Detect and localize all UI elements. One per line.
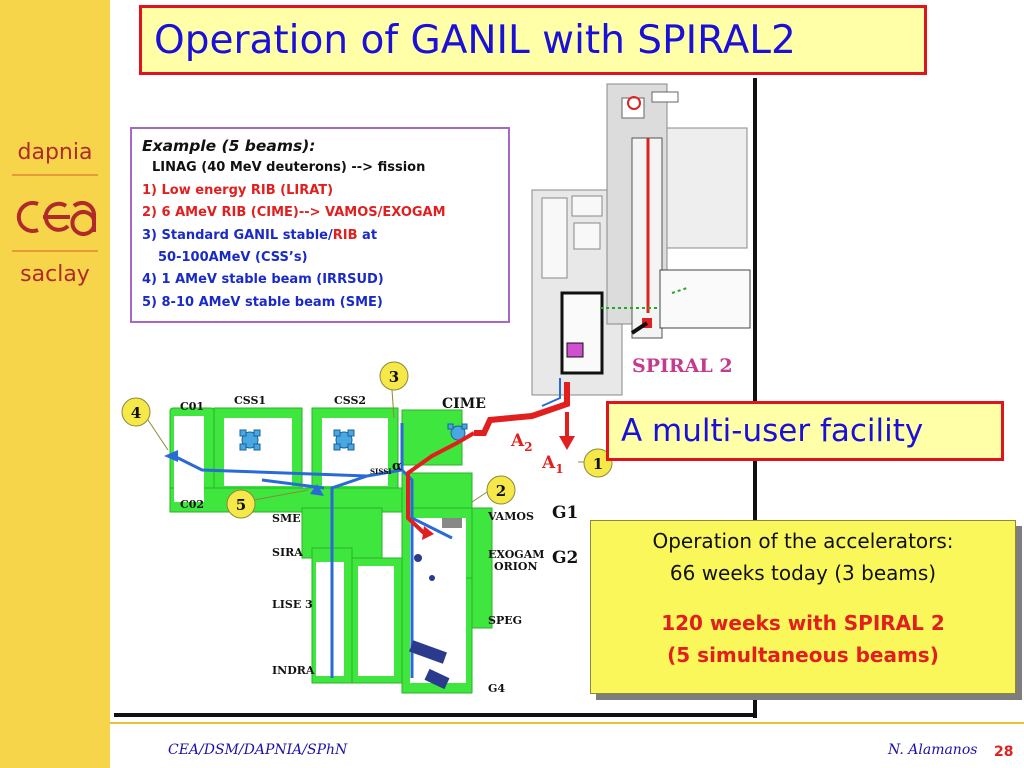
logo-divider [12,250,98,252]
marker-1-label: 1 [593,455,603,473]
marker-4 [121,397,151,427]
example-line-4: 4) 1 AMeV stable beam (IRRSUD) [142,272,384,288]
marker-1 [583,448,613,478]
dapnia-logo: dapnia [17,140,93,165]
spiral2-label: SPIRAL 2 [632,355,733,377]
example-line-3c: at [357,227,378,243]
alpha-label: α [392,459,402,474]
beam-5-arrow [310,484,324,496]
title-box: Operation of GANIL with SPIRAL2 [139,5,927,75]
marker-2-label: 2 [496,482,506,500]
beam-2-path [406,431,476,535]
cea-logo [16,200,96,236]
footer-divider [110,722,1024,724]
vamos-label: VAMOS [487,510,534,523]
lise3-label: LISE 3 [272,598,313,611]
example-line-5: 5) 8-10 AMeV stable beam (SME) [142,294,383,310]
css1-cyclotron [239,429,261,451]
beam-2-arrow [422,526,434,540]
sme-label: SME [272,512,301,525]
example-line-linag: LINAG (40 MeV deuterons) --> fission [152,160,426,176]
c02-label: C02 [180,498,204,511]
svg-text:A1: A1 [541,453,564,476]
beam-4-arrow [164,450,178,462]
footer-author: N. Alamanos [888,742,978,758]
operations-line-4: (5 simultaneous beams) [667,643,939,667]
beam-lines [173,423,453,678]
marker-3 [379,361,409,391]
example-line-1: 1) Low energy RIB (LIRAT) [142,182,334,198]
operations-line-2: 66 weeks today (3 beams) [669,561,937,585]
marker-5 [226,489,256,519]
marker-2 [486,475,516,505]
g4-label: G4 [488,682,505,695]
ganil-facility-diagram: SPIRAL 2 [114,78,757,718]
beam-link [541,378,561,407]
speg-label: SPEG [488,614,522,627]
example-box: Example (5 beams): LINAG (40 MeV deutero… [130,127,510,323]
example-line-2: 2) 6 AMeV RIB (CIME)--> VAMOS/EXOGAM [142,205,446,221]
saclay-logo: saclay [20,262,90,287]
css2-label: CSS2 [334,394,366,407]
spiral2-building-plan [531,83,751,396]
example-line-3-cont: 50-100AMeV (CSS’s) [158,250,308,266]
exogam-label: EXOGAM [488,548,544,561]
indra-label: INDRA [272,664,315,677]
page-title: Operation of GANIL with SPIRAL2 [154,18,796,63]
marker-3-label: 3 [389,368,399,386]
marker-4-label: 4 [131,404,141,422]
example-line-3: 3) Standard GANIL stable/RIB at [142,225,498,247]
a2-label: A [510,431,525,451]
beam-a-labels: A2 A1 [510,431,564,476]
a1-subscript: 1 [555,462,563,476]
operations-line-1: Operation of the accelerators: [652,529,954,553]
css1-label: CSS1 [234,394,266,407]
a1-label: A [541,453,556,473]
beam-a1-arrow [559,436,575,450]
operations-line-3: 120 weeks with SPIRAL 2 [661,611,945,635]
orion-label: ORION [494,560,538,573]
page-number: 28 [994,744,1014,760]
c01-label: C01 [180,400,204,413]
sidebar: dapnia saclay [0,0,110,768]
operations-box: Operation of the accelerators: 66 weeks … [590,520,1016,694]
logo-divider [12,174,98,176]
cime-label: CIME [442,396,486,412]
experiment-details [409,518,462,690]
g1-label: G1 [552,503,578,523]
cime-cyclotron [447,423,468,441]
a2-subscript: 2 [524,440,532,454]
beam-a2 [474,382,570,436]
multi-user-box: A multi-user facility [606,401,1004,461]
multi-user-text: A multi-user facility [621,413,924,449]
example-heading: Example (5 beams): [142,137,316,155]
sira-label: SIRA [272,546,303,559]
sissi-label: SISSI [370,467,392,476]
diagram-labels: CIME CSS1 CSS2 C01 C02 SME SIRA LISE 3 I… [180,394,578,695]
example-line-3a: 3) Standard GANIL stable/ [142,227,333,243]
footer-affiliation: CEA/DSM/DAPNIA/SPhN [168,742,348,758]
marker-5-label: 5 [236,496,246,514]
css2-cyclotron [333,429,355,451]
beam-markers: 1 2 3 4 5 [121,361,613,519]
g2-label: G2 [552,548,578,568]
example-line-3b: RIB [332,227,358,243]
svg-text:A2: A2 [510,431,533,454]
